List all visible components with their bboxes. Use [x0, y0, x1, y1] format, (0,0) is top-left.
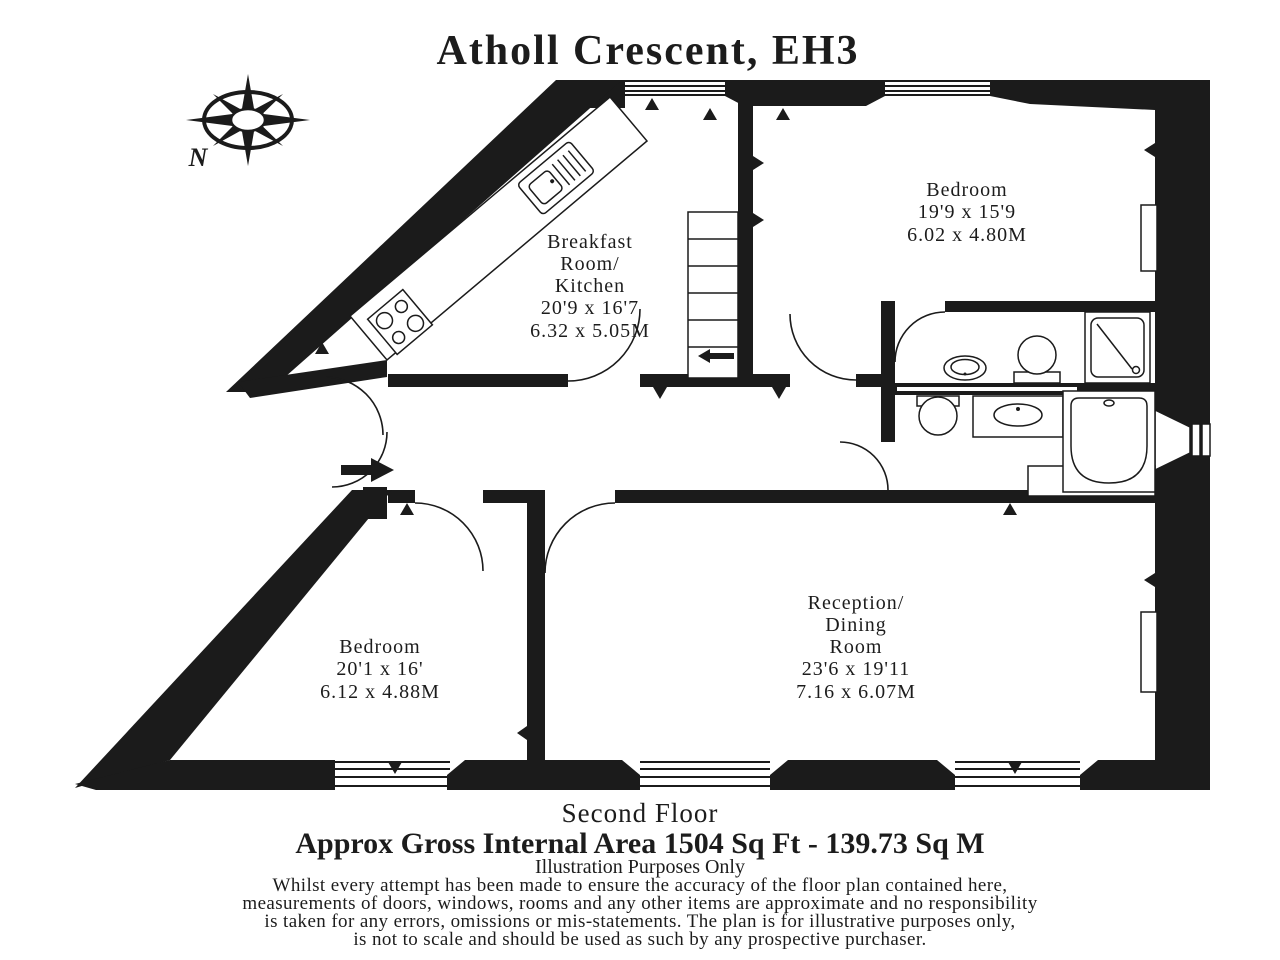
toilet-icon-bathroom	[916, 395, 960, 436]
disclaimer-line: Whilst every attempt has been made to en…	[273, 875, 1008, 896]
doors	[324, 308, 946, 574]
room-size-metric: 6.32 x 5.05M	[530, 320, 650, 342]
room-size-imperial: 20'9 x 16'7	[541, 297, 639, 319]
disclaimer-line: measurements of doors, windows, rooms an…	[242, 893, 1037, 914]
bathtub-icon	[1027, 390, 1156, 497]
wall-ticks	[315, 98, 1155, 774]
room-size-metric: 7.16 x 6.07M	[796, 681, 916, 703]
door-arc-ensuite	[894, 311, 946, 363]
windows	[328, 80, 1211, 787]
room-name: Reception/	[808, 592, 905, 614]
svg-text:Kitchen: Kitchen	[555, 275, 625, 297]
toilet-icon-ensuite	[1013, 335, 1061, 384]
door-arc-bathroom	[839, 441, 889, 491]
svg-text:Dining: Dining	[825, 614, 887, 636]
window-bedroom2-bottom	[328, 761, 457, 787]
door-arc-lobby	[324, 376, 384, 436]
north-label: N	[188, 143, 209, 172]
room-size-imperial: 23'6 x 19'11	[802, 658, 910, 680]
door-arc-bedroom1	[789, 313, 857, 381]
room-size-metric: 6.12 x 4.88M	[320, 681, 440, 703]
room-size-imperial: 20'1 x 16'	[336, 658, 423, 680]
room-label-bedroom1: Bedroom 19'9 x 15'9 6.02 x 4.80M	[907, 179, 1027, 246]
radiator-alcove-bedroom1	[1140, 204, 1158, 272]
hob-icon	[366, 288, 434, 356]
window-bedroom1-top	[878, 80, 997, 96]
window-kitchen-top	[618, 80, 732, 96]
room-size-imperial: 19'9 x 15'9	[918, 201, 1016, 223]
vanity-basin-icon	[972, 395, 1064, 438]
svg-text:Room: Room	[830, 636, 883, 658]
svg-text:Room/: Room/	[560, 253, 619, 275]
room-name: Breakfast	[547, 231, 633, 253]
kitchen-sink-icon	[517, 141, 595, 215]
disclaimer-line: is not to scale and should be used as su…	[353, 929, 926, 950]
compass-rose-icon	[186, 74, 310, 166]
floor-label: Second Floor	[562, 798, 719, 828]
door-arc-reception	[544, 502, 616, 574]
footer: Second Floor Approx Gross Internal Area …	[242, 798, 1037, 950]
window-reception-bottom-left	[633, 761, 777, 787]
staircase	[687, 211, 739, 379]
entrance-arrow-icon	[341, 458, 394, 482]
area-label: Approx Gross Internal Area 1504 Sq Ft - …	[295, 827, 984, 860]
room-label-bedroom2: Bedroom 20'1 x 16' 6.12 x 4.88M	[320, 636, 440, 703]
pedestal-basin-icon	[943, 355, 987, 381]
room-name: Bedroom	[339, 636, 420, 658]
door-arc-bedroom2	[414, 502, 484, 572]
window-bathroom-funnel	[1154, 408, 1211, 472]
page-title: Atholl Crescent, EH3	[436, 28, 859, 74]
shower-icon	[1084, 311, 1151, 384]
room-label-kitchen: Breakfast Room/ Kitchen 20'9 x 16'7 6.32…	[530, 231, 650, 342]
room-size-metric: 6.02 x 4.80M	[907, 224, 1027, 246]
radiator-alcove-reception	[1140, 611, 1158, 693]
room-name: Bedroom	[926, 179, 1007, 201]
room-label-reception: Reception/ Dining Room 23'6 x 19'11 7.16…	[796, 592, 916, 703]
disclaimer-line: is taken for any errors, omissions or mi…	[264, 911, 1015, 932]
door-arc-entrance	[331, 431, 388, 488]
illustration-note: Illustration Purposes Only	[535, 856, 745, 878]
door-arc-kitchen	[567, 308, 641, 382]
window-reception-bottom-right	[948, 761, 1087, 787]
